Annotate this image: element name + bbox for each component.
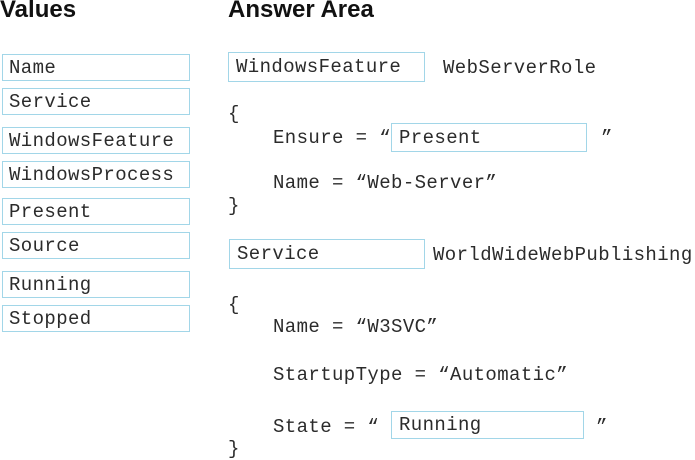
block2-startuptype-line: StartupType = “Automatic” [273, 364, 569, 386]
value-chip-running[interactable]: Running [2, 271, 190, 298]
state-label: State = “ [273, 416, 380, 438]
resource-name-webserverrole: WebServerRole [443, 57, 597, 79]
answer-area-title: Answer Area [228, 0, 374, 23]
values-panel-title: Values [0, 0, 77, 23]
dropzone-resource-type-1[interactable]: WindowsFeature [228, 52, 425, 82]
block2-open-brace: { [228, 294, 240, 316]
value-chip-service[interactable]: Service [2, 88, 190, 115]
block1-open-brace: { [228, 103, 240, 125]
state-close-quote: ” [596, 416, 608, 438]
value-chip-windowsfeature[interactable]: WindowsFeature [2, 127, 190, 154]
value-chip-source[interactable]: Source [2, 232, 190, 259]
value-chip-windowsprocess[interactable]: WindowsProcess [2, 161, 190, 188]
resource-name-worldwidewebpublishing: WorldWideWebPublishing [433, 244, 693, 266]
block1-name-line: Name = “Web-Server” [273, 172, 498, 194]
value-chip-present[interactable]: Present [2, 198, 190, 225]
block2-close-brace: } [228, 438, 240, 460]
block2-name-line: Name = “W3SVC” [273, 316, 439, 338]
dropzone-resource-type-2[interactable]: Service [229, 239, 425, 269]
dropzone-state-value[interactable]: Running [391, 411, 584, 439]
ensure-close-quote: ” [601, 127, 613, 149]
block1-close-brace: } [228, 195, 240, 217]
value-chip-stopped[interactable]: Stopped [2, 305, 190, 332]
dropzone-ensure-value[interactable]: Present [391, 123, 587, 152]
ensure-label: Ensure = “ [273, 127, 392, 149]
value-chip-name[interactable]: Name [2, 54, 190, 81]
